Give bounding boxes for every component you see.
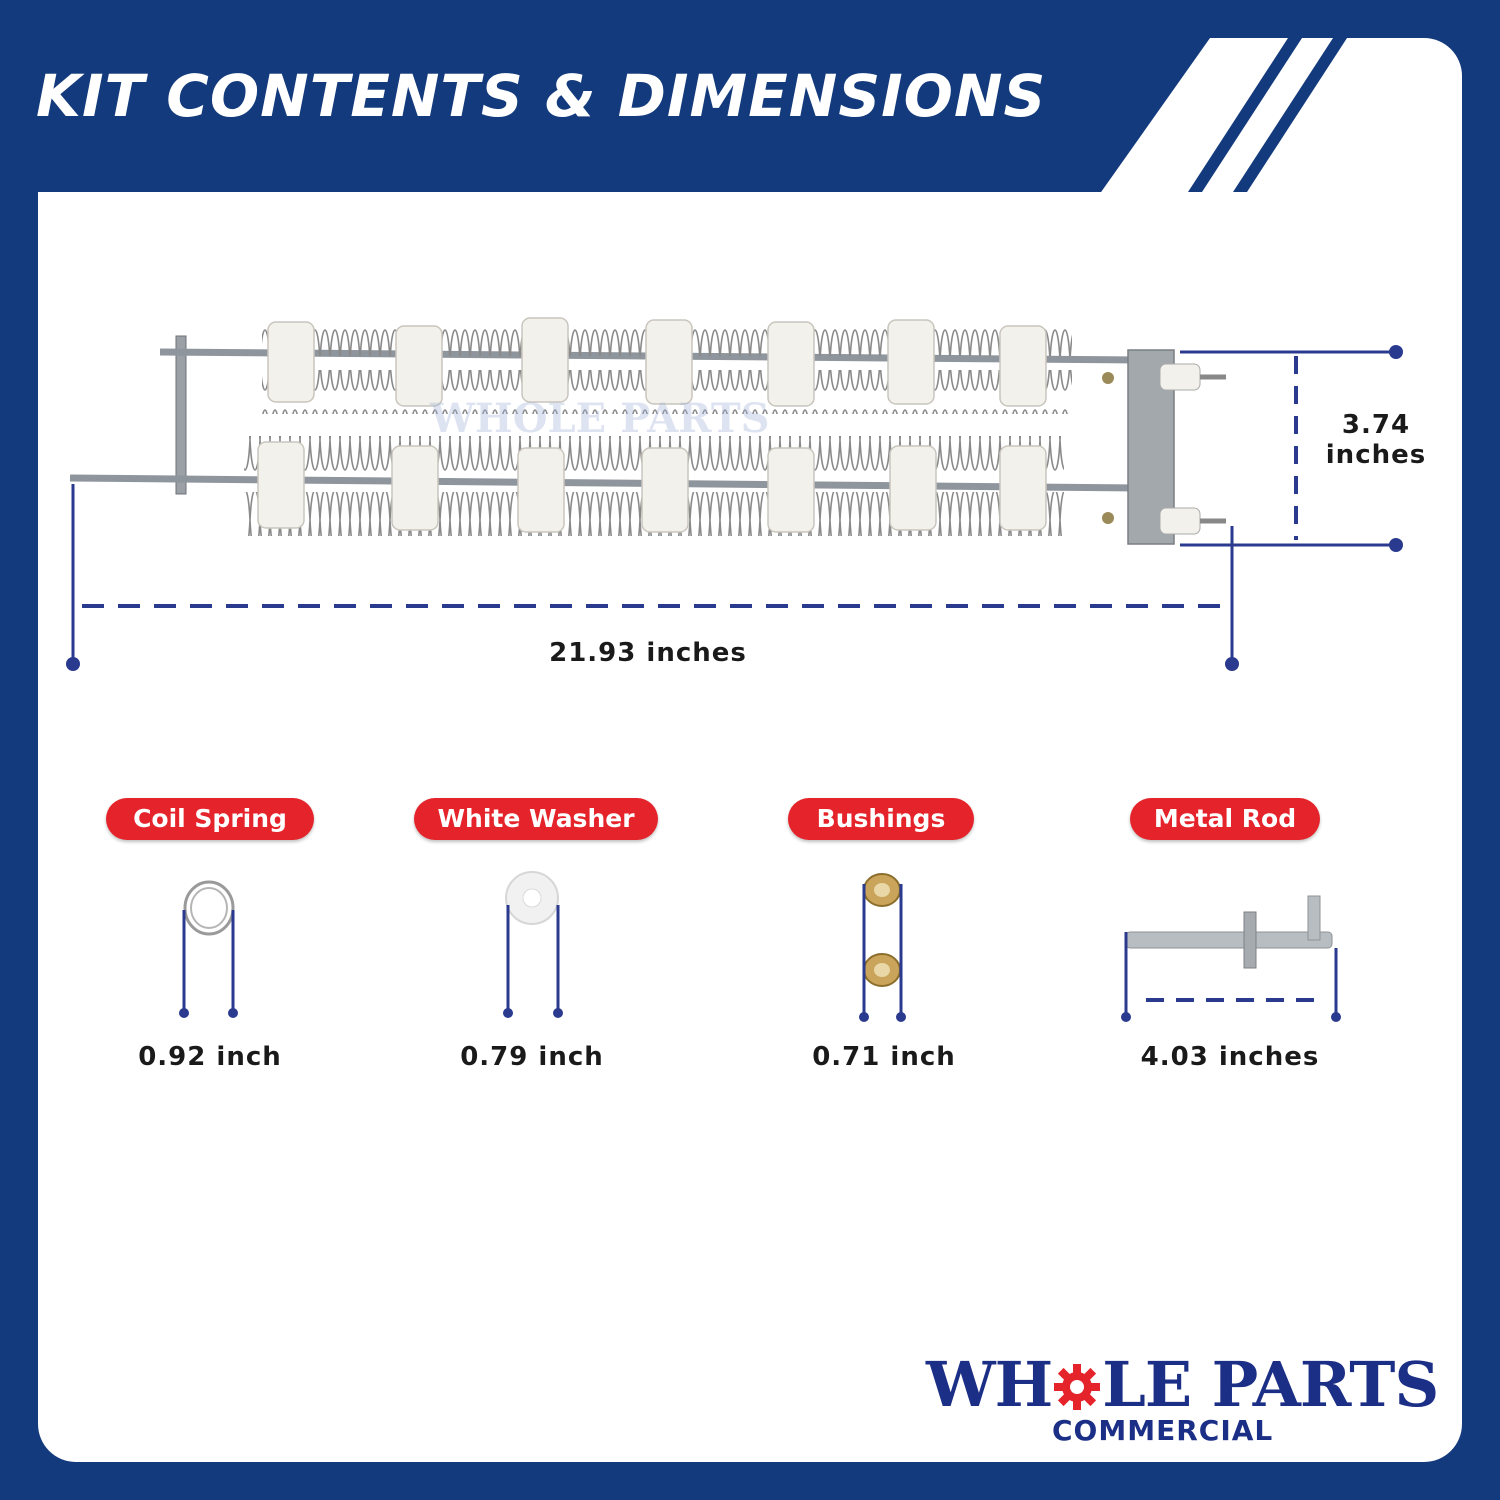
metal-rod-dimension: 4.03 inches <box>1140 1042 1320 1072</box>
coil-spring-dimension: 0.92 inch <box>138 1042 282 1072</box>
title-banner <box>0 38 1210 192</box>
gear-icon <box>1054 1364 1101 1410</box>
watermark: WHOLE PARTS <box>429 395 770 442</box>
metal-rod-image <box>1121 895 1341 1022</box>
length-dimension-line <box>71 484 1234 662</box>
brand-subtitle: COMMERCIAL <box>1052 1414 1274 1447</box>
length-dimension-label: 21.93 inches <box>549 638 747 668</box>
brand-name-part1: WH <box>926 1348 1053 1421</box>
support-bracket <box>175 335 187 495</box>
product-card <box>38 38 1462 1462</box>
coil-spring-image <box>179 880 238 1018</box>
white-washer-dimension: 0.79 inch <box>460 1042 604 1072</box>
height-dimension-label: 3.74 inches <box>1325 410 1427 470</box>
bushings-dimension: 0.71 inch <box>812 1042 956 1072</box>
brand-name: WH LE PARTS <box>926 1348 1439 1421</box>
bushings-image <box>859 873 906 1022</box>
coil-spring-label: Coil Spring <box>106 798 314 840</box>
brand-name-part2: LE PARTS <box>1102 1348 1439 1421</box>
metal-rod-label: Metal Rod <box>1130 798 1320 840</box>
brand-logo: WH LE PARTS COMMERCIAL <box>926 1348 1439 1448</box>
terminals <box>1102 363 1226 535</box>
height-dimension-line <box>1180 350 1396 547</box>
white-washer-image <box>503 871 563 1018</box>
white-washer-label: White Washer <box>414 798 658 840</box>
ceramic-insulators <box>257 317 1047 533</box>
page-title: KIT CONTENTS & DIMENSIONS <box>36 62 1047 130</box>
bushings-label: Bushings <box>788 798 974 840</box>
